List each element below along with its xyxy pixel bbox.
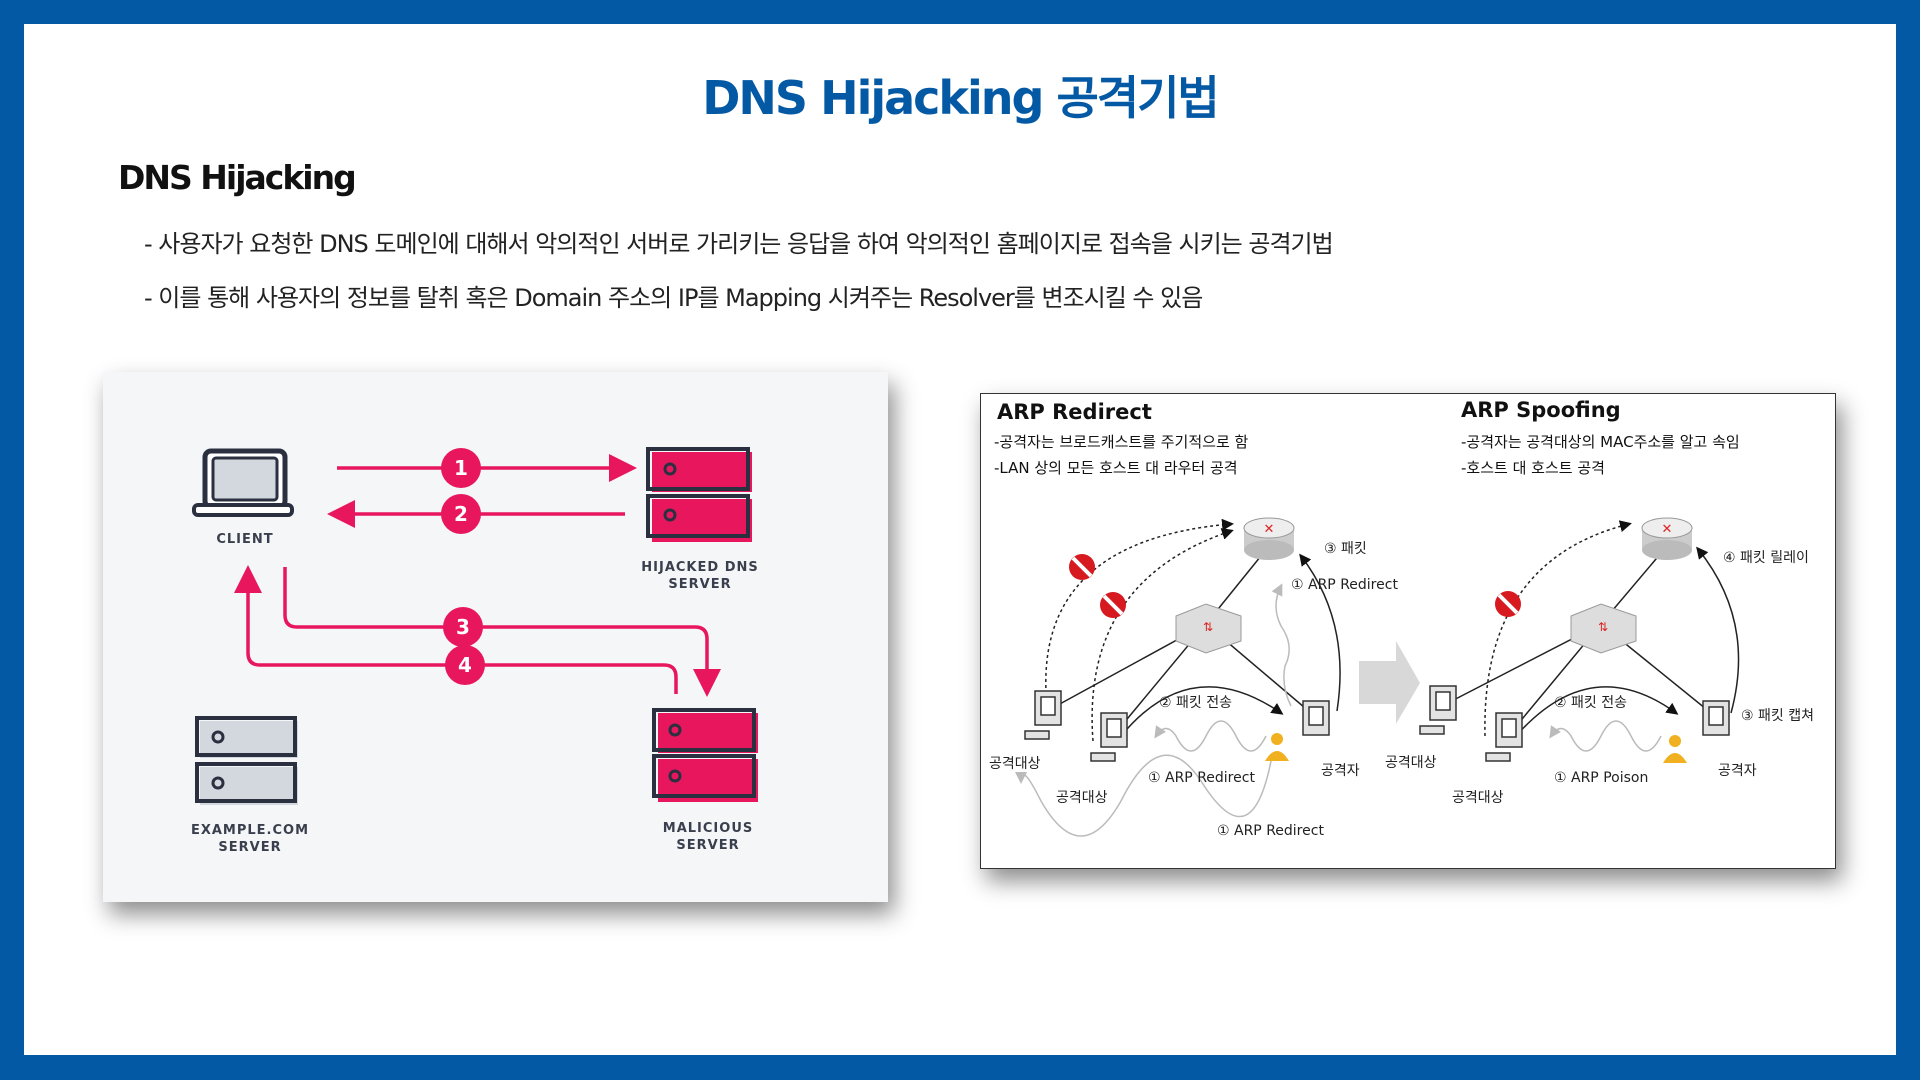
- label-arp-poison: ① ARP Poison: [1554, 770, 1648, 786]
- label-packet-send: ② 패킷 전송: [1554, 695, 1627, 711]
- example-server-icon: [195, 716, 298, 805]
- arp-diagram-svg: ARP Redirect ARP Spoofing -공격자는 브로드캐스트를 …: [989, 398, 1814, 839]
- step-badge-4: 4: [445, 645, 485, 685]
- computer-icon: [1419, 685, 1457, 735]
- malicious-server-icon: [652, 708, 758, 802]
- computer-icon: [1485, 712, 1523, 762]
- label-arp-redirect-up: ① ARP Redirect: [1291, 577, 1398, 593]
- page-title: DNS Hijacking 공격기법: [702, 71, 1220, 125]
- svg-text:3: 3: [456, 615, 470, 639]
- svg-text:✕: ✕: [1264, 522, 1275, 537]
- svg-text:⇅: ⇅: [1203, 620, 1213, 634]
- svg-text:4: 4: [458, 653, 472, 677]
- malicious-label-1: MALICIOUS: [663, 821, 753, 836]
- redirect-desc-2: -LAN 상의 모든 호스트 대 라우터 공격: [994, 459, 1238, 477]
- malicious-label-2: SERVER: [676, 838, 739, 853]
- arp-diagram: ARP Redirect ARP Spoofing -공격자는 브로드캐스트를 …: [980, 393, 1836, 869]
- label-attacker: 공격자: [1321, 763, 1360, 779]
- attacker-person-icon: [1265, 733, 1289, 761]
- label-attacker: 공격자: [1718, 763, 1757, 779]
- label-arp-redirect-bottom: ① ARP Redirect: [1217, 823, 1324, 839]
- label-arp-redirect-mid: ① ARP Redirect: [1148, 770, 1255, 786]
- label-relay: ④ 패킷 릴레이: [1723, 550, 1809, 566]
- section-heading: DNS Hijacking: [118, 158, 357, 197]
- attacker-person-icon: [1663, 735, 1687, 763]
- label-capture: ③ 패킷 캡쳐: [1741, 708, 1814, 724]
- spoofing-desc-2: -호스트 대 호스트 공격: [1461, 459, 1605, 477]
- bullet-1: - 사용자가 요청한 DNS 도메인에 대해서 악의적인 서버로 가리키는 응답…: [144, 230, 1334, 258]
- label-packet: ③ 패킷: [1324, 541, 1367, 557]
- computer-icon: [1702, 700, 1730, 736]
- step-badge-2: 2: [441, 494, 481, 534]
- bullet-2: - 이를 통해 사용자의 정보를 탈취 혹은 Domain 주소의 IP를 Ma…: [144, 284, 1203, 312]
- svg-text:1: 1: [454, 456, 468, 480]
- step-badge-3: 3: [443, 607, 483, 647]
- label-target: 공격대상: [1056, 790, 1108, 806]
- arp-spoofing-title: ARP Spoofing: [1461, 398, 1621, 422]
- computer-icon: [1302, 700, 1330, 736]
- svg-text:⇅: ⇅: [1598, 620, 1608, 634]
- hijacked-dns-server-icon: [646, 447, 752, 542]
- switch-icon: ⇅: [1570, 603, 1637, 654]
- svg-text:✕: ✕: [1662, 522, 1673, 537]
- laptop-icon: [192, 448, 294, 517]
- transition-arrow-icon: [1359, 641, 1420, 724]
- blocked-icon: [1100, 592, 1126, 618]
- svg-text:2: 2: [454, 502, 468, 526]
- router-icon: ✕: [1243, 517, 1295, 560]
- hijacked-label-1: HIJACKED DNS: [641, 560, 758, 575]
- blocked-icon: [1495, 591, 1521, 617]
- computer-icon: [1090, 712, 1128, 762]
- dns-hijacking-diagram: CLIENT HIJACKED DNS SERVER EXAMPLE.COM S…: [103, 372, 888, 902]
- example-label-1: EXAMPLE.COM: [191, 823, 309, 838]
- router-icon: ✕: [1641, 517, 1693, 560]
- step-badge-1: 1: [441, 448, 481, 488]
- example-label-2: SERVER: [218, 840, 281, 855]
- label-target: 공격대상: [1385, 755, 1437, 771]
- arp-redirect-title: ARP Redirect: [997, 400, 1152, 424]
- label-target: 공격대상: [1452, 790, 1504, 806]
- label-target: 공격대상: [989, 756, 1041, 772]
- switch-icon: ⇅: [1175, 603, 1242, 654]
- blocked-icon: [1069, 554, 1095, 580]
- hijacked-label-2: SERVER: [668, 577, 731, 592]
- dns-diagram-svg: CLIENT HIJACKED DNS SERVER EXAMPLE.COM S…: [191, 447, 758, 855]
- computer-icon: [1024, 690, 1062, 740]
- arrow-step-3: [283, 567, 721, 697]
- label-packet-send: ② 패킷 전송: [1159, 695, 1232, 711]
- client-label: CLIENT: [216, 532, 273, 547]
- redirect-desc-1: -공격자는 브로드캐스트를 주기적으로 함: [994, 433, 1249, 451]
- spoofing-desc-1: -공격자는 공격대상의 MAC주소를 알고 속임: [1461, 433, 1740, 451]
